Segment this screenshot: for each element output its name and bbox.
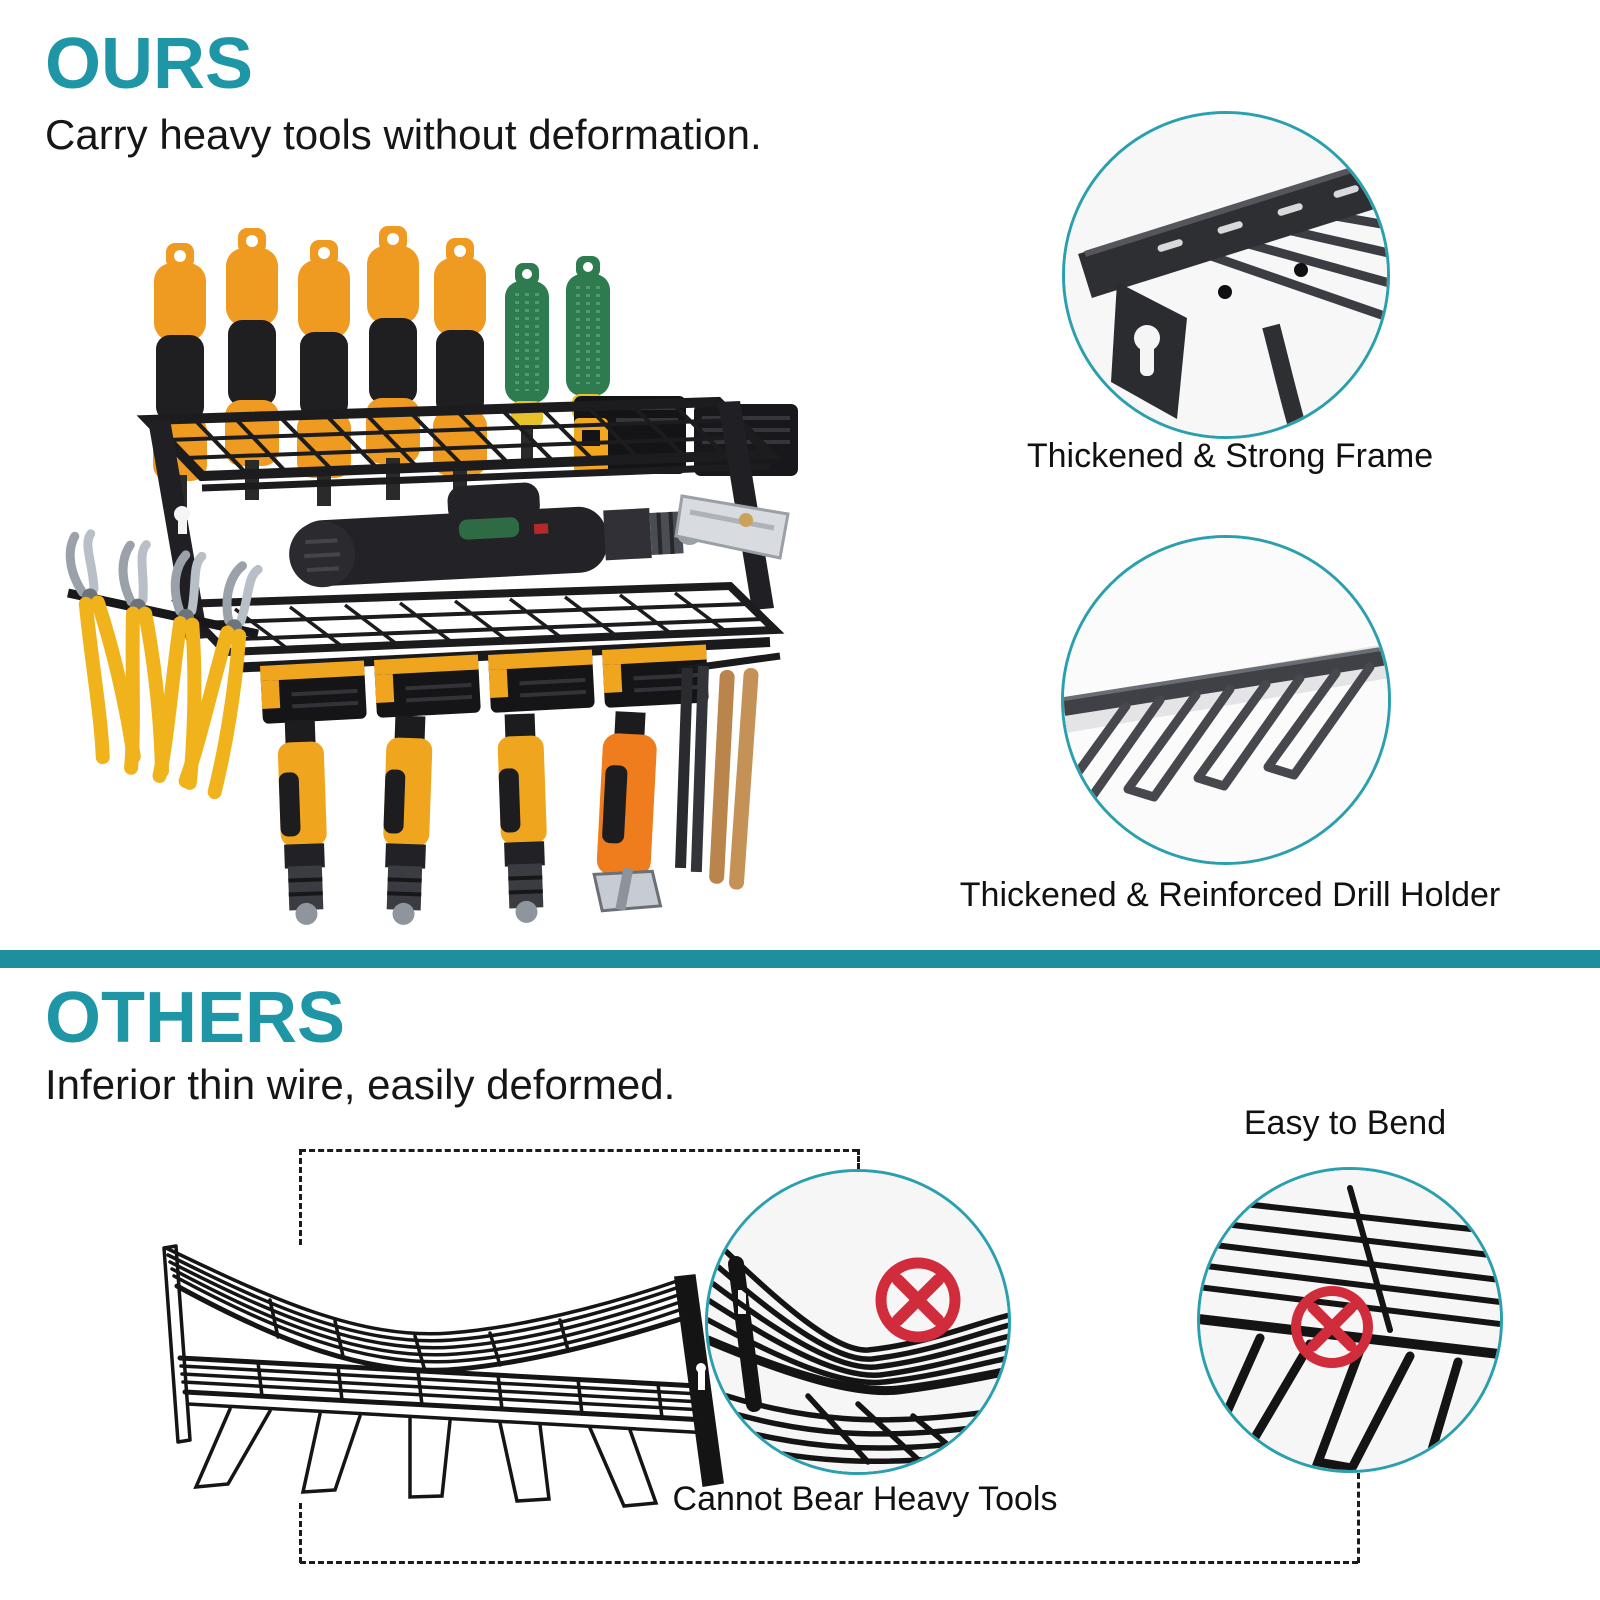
strong-frame-zoom-photo: [1065, 114, 1387, 436]
top-shelf: [136, 396, 782, 492]
dashed-connector-top: [300, 1149, 858, 1152]
drill-on-shelf: [289, 482, 703, 588]
drill-holder-zoom-photo: [1064, 538, 1388, 862]
cannot-bear-zoom-circle: [705, 1169, 1011, 1475]
drill-holder-zoom-circle: [1061, 535, 1391, 865]
easy-to-bend-zoom-photo: [1200, 1170, 1500, 1470]
others-heading: OTHERS: [45, 978, 346, 1058]
drill-holder-label: Thickened & Reinforced Drill Holder: [959, 876, 1501, 914]
ours-subtitle: Carry heavy tools without deformation.: [45, 111, 762, 158]
hammer-rack: [675, 652, 781, 890]
others-wire-rack-photo: [120, 1190, 780, 1520]
middle-shelf: [170, 581, 785, 657]
pliers-rack: [65, 529, 263, 800]
hanging-batteries: [260, 644, 709, 724]
dashed-connector-left-lower: [299, 1503, 302, 1563]
no-cross-icon: [1291, 1286, 1373, 1368]
easy-to-bend-label: Easy to Bend: [1243, 1104, 1447, 1142]
strong-frame-zoom-circle: [1062, 111, 1390, 439]
dashed-connector-bottom: [300, 1561, 1358, 1564]
hanging-drills: [277, 711, 663, 925]
others-subtitle: Inferior thin wire, easily deformed.: [45, 1061, 676, 1108]
no-cross-icon: [875, 1257, 961, 1343]
ours-product-photo: [30, 168, 830, 928]
dashed-connector-left-upper: [299, 1149, 302, 1245]
dashed-connector-stub: [857, 1149, 860, 1169]
cannot-bear-zoom-photo: [708, 1172, 1008, 1472]
orange-recip-saw: [592, 711, 663, 913]
strong-frame-label: Thickened & Strong Frame: [1026, 437, 1434, 475]
silver-tool: [674, 494, 790, 560]
ours-heading: OURS: [45, 24, 254, 104]
cannot-bear-label: Cannot Bear Heavy Tools: [672, 1480, 1058, 1518]
easy-to-bend-zoom-circle: [1197, 1167, 1503, 1473]
section-divider: [0, 950, 1600, 968]
dashed-connector-right: [1357, 1473, 1360, 1563]
